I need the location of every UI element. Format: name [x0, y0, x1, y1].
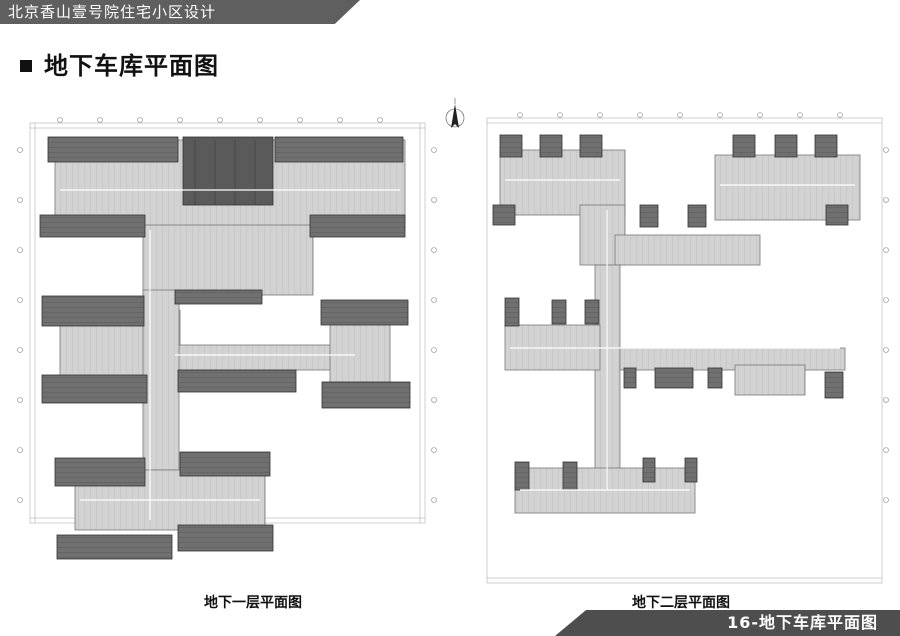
b2-plan [486, 112, 889, 584]
b1-plan [17, 117, 437, 560]
b2-garage-floor [499, 149, 861, 514]
b2-buildings [492, 134, 849, 491]
b2-aisles [505, 179, 855, 491]
sheet-label-banner: 16-地下车库平面图 [555, 610, 900, 636]
section-title: 地下车库平面图 [44, 52, 219, 80]
b1-buildings [39, 136, 411, 560]
north-arrow-icon [445, 98, 465, 128]
sheet-label: 16-地下车库平面图 [727, 613, 878, 632]
b2-axis-bubbles [517, 112, 889, 503]
b1-axis-bubbles [17, 117, 437, 503]
b1-dark-core [182, 136, 274, 206]
section-bullet [20, 60, 32, 72]
b1-aisles [60, 189, 400, 520]
title-banner: 北京香山壹号院住宅小区设计 [0, 0, 360, 24]
b2-caption: 地下二层平面图 [632, 595, 730, 611]
b2-axis-grid [486, 117, 883, 584]
project-title: 北京香山壹号院住宅小区设计 [8, 3, 217, 21]
b1-caption: 地下一层平面图 [204, 595, 302, 611]
